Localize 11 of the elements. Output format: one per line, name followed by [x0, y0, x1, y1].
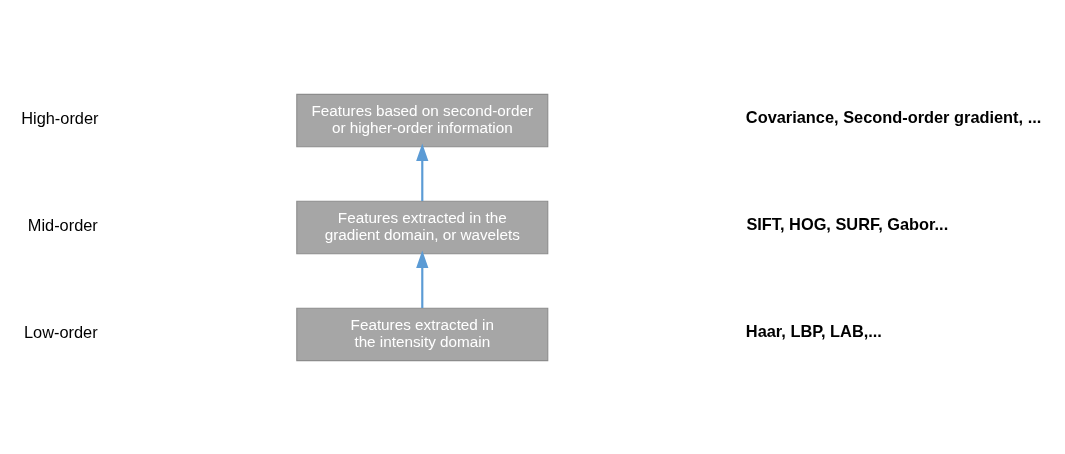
node-box: Features extracted in the gradient domain, or wavelets — [296, 200, 549, 254]
label: High-order — [21, 108, 99, 127]
arrow — [416, 142, 429, 201]
label: SIFT, HOG, SURF, Gabor... — [746, 214, 949, 233]
label: Haar, LBP, LAB,... — [745, 321, 882, 340]
arrow — [416, 249, 429, 308]
label: Mid-order — [27, 215, 98, 234]
label: Low-order — [23, 322, 98, 341]
label: Covariance, Second-order gradient, ... — [745, 107, 1042, 126]
node-box: Features extracted in the intensity domain — [296, 307, 549, 361]
node-box: Features based on second-order or higher-order information — [296, 93, 549, 147]
